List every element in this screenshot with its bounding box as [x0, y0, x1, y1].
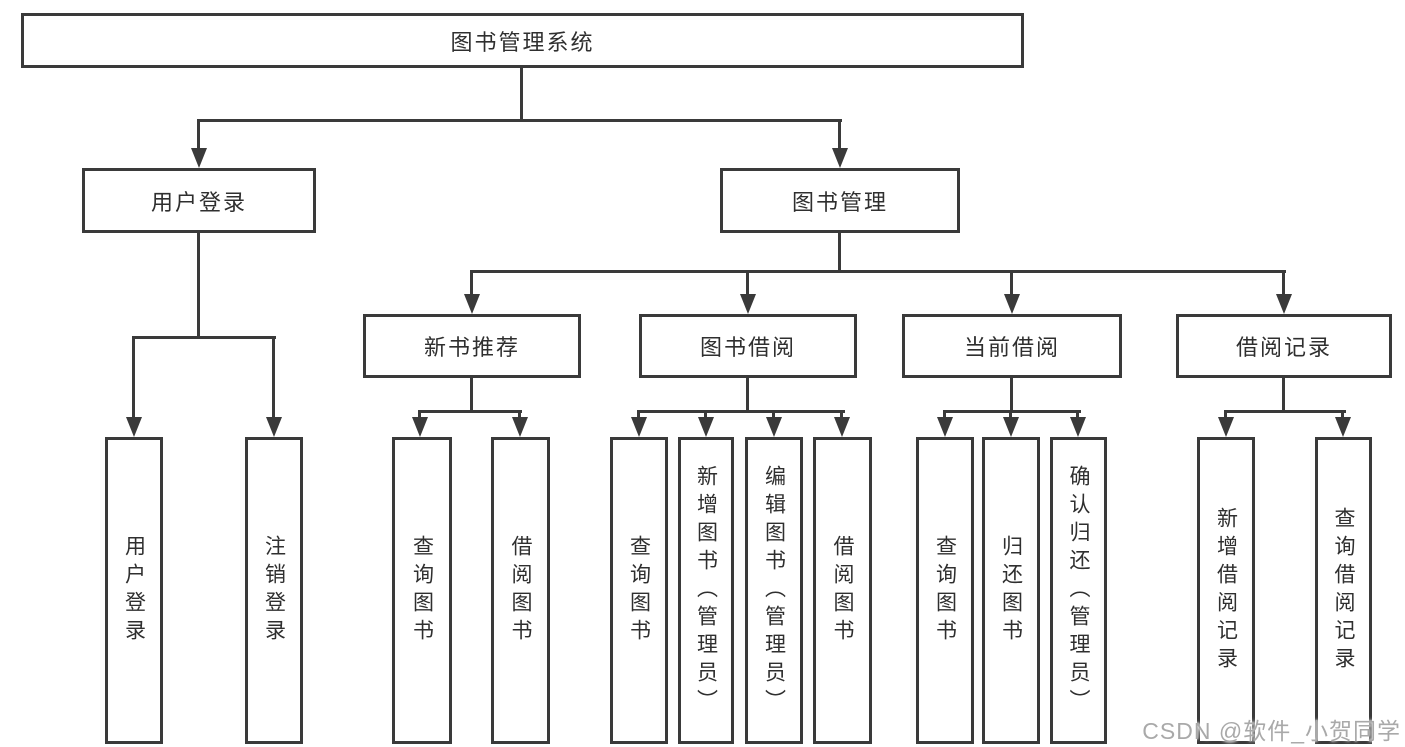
leaf-query-borrow-record: 查询借阅记录 [1315, 437, 1372, 744]
node-book-borrow-label: 图书借阅 [699, 335, 796, 360]
connector-drop [637, 410, 640, 420]
node-borrow-records-label: 借阅记录 [1235, 335, 1332, 360]
node-root-label: 图书管理系统 [450, 29, 595, 55]
leaf-borrow-books-borrow: 借阅图书 [813, 437, 872, 744]
node-user-login: 用户登录 [82, 168, 316, 233]
arrow-down-icon [412, 417, 428, 437]
arrow-down-icon [1218, 417, 1234, 437]
leaf-query-books-borrow: 查询图书 [610, 437, 668, 744]
leaf-add-books-admin-label: 新增图书（管理员） [694, 464, 718, 717]
node-borrow-records: 借阅记录 [1176, 314, 1392, 378]
connector-drop [772, 410, 775, 420]
node-book-management-label: 图书管理 [791, 189, 888, 215]
leaf-edit-books-admin: 编辑图书（管理员） [745, 437, 803, 744]
connector-rail [637, 410, 845, 413]
connector-drop [746, 270, 749, 297]
leaf-add-borrow-record: 新增借阅记录 [1197, 437, 1255, 744]
connector-stem [1010, 378, 1013, 413]
arrow-down-icon [631, 417, 647, 437]
node-new-book-recommend-label: 新书推荐 [423, 335, 520, 360]
connector-stem [520, 68, 523, 122]
arrow-down-icon [832, 148, 848, 168]
arrow-down-icon [1070, 417, 1086, 437]
connector-drop [1009, 410, 1012, 420]
arrow-down-icon [766, 417, 782, 437]
connector-rail [132, 336, 276, 339]
node-new-book-recommend: 新书推荐 [363, 314, 581, 378]
leaf-query-books-borrow-label: 查询图书 [627, 534, 651, 647]
connector-drop [838, 119, 841, 151]
leaf-borrow-books-borrow-label: 借阅图书 [831, 534, 854, 647]
node-book-borrow: 图书借阅 [639, 314, 857, 378]
leaf-logout-label: 注销登录 [262, 534, 286, 647]
connector-drop [470, 270, 473, 297]
leaf-confirm-return-admin-label: 确认归还（管理员） [1067, 464, 1090, 717]
arrow-down-icon [740, 294, 756, 314]
arrow-down-icon [191, 148, 207, 168]
leaf-logout: 注销登录 [245, 437, 303, 744]
connector-stem [197, 233, 200, 339]
connector-drop [197, 119, 200, 151]
leaf-query-borrow-record-label: 查询借阅记录 [1332, 506, 1355, 675]
leaf-add-books-admin: 新增图书（管理员） [678, 437, 734, 744]
connector-stem [838, 233, 841, 273]
node-user-login-label: 用户登录 [150, 189, 247, 215]
leaf-confirm-return-admin: 确认归还（管理员） [1050, 437, 1107, 744]
node-current-borrow: 当前借阅 [902, 314, 1122, 378]
connector-drop [1282, 270, 1285, 297]
node-book-management: 图书管理 [720, 168, 960, 233]
connector-stem [470, 378, 473, 413]
leaf-borrow-books-recommend-label: 借阅图书 [509, 534, 532, 647]
arrow-down-icon [1004, 294, 1020, 314]
arrow-down-icon [126, 417, 142, 437]
leaf-user-login: 用户登录 [105, 437, 163, 744]
connector-drop [1224, 410, 1227, 420]
arrow-down-icon [512, 417, 528, 437]
arrow-down-icon [464, 294, 480, 314]
connector-drop [1010, 270, 1013, 297]
arrow-down-icon [834, 417, 850, 437]
leaf-query-books-current: 查询图书 [916, 437, 974, 744]
connector-drop [704, 410, 707, 420]
connector-stem [746, 378, 749, 413]
connector-rail [943, 410, 1081, 413]
leaf-user-login-label: 用户登录 [122, 534, 146, 647]
arrow-down-icon [1276, 294, 1292, 314]
connector-rail [197, 119, 842, 122]
leaf-borrow-books-recommend: 借阅图书 [491, 437, 550, 744]
leaf-add-borrow-record-label: 新增借阅记录 [1214, 506, 1238, 675]
connector-drop [943, 410, 946, 420]
connector-rail [1224, 410, 1346, 413]
connector-drop [272, 336, 275, 420]
arrow-down-icon [1335, 417, 1351, 437]
arrow-down-icon [266, 417, 282, 437]
connector-drop [518, 410, 521, 420]
leaf-return-books-label: 归还图书 [999, 534, 1023, 647]
connector-rail [418, 410, 522, 413]
connector-drop [418, 410, 421, 420]
connector-drop [840, 410, 843, 420]
leaf-return-books: 归还图书 [982, 437, 1040, 744]
connector-stem [1282, 378, 1285, 413]
connector-drop [1076, 410, 1079, 420]
leaf-query-books-recommend: 查询图书 [392, 437, 452, 744]
connector-rail [470, 270, 1286, 273]
watermark: CSDN @软件_小贺同学 [1142, 718, 1401, 744]
leaf-query-books-current-label: 查询图书 [933, 534, 957, 647]
arrow-down-icon [698, 417, 714, 437]
node-root: 图书管理系统 [21, 13, 1024, 68]
arrow-down-icon [937, 417, 953, 437]
leaf-query-books-recommend-label: 查询图书 [410, 534, 434, 647]
leaf-edit-books-admin-label: 编辑图书（管理员） [762, 464, 786, 717]
node-current-borrow-label: 当前借阅 [963, 335, 1060, 360]
connector-drop [1341, 410, 1344, 420]
connector-drop [132, 336, 135, 420]
arrow-down-icon [1003, 417, 1019, 437]
